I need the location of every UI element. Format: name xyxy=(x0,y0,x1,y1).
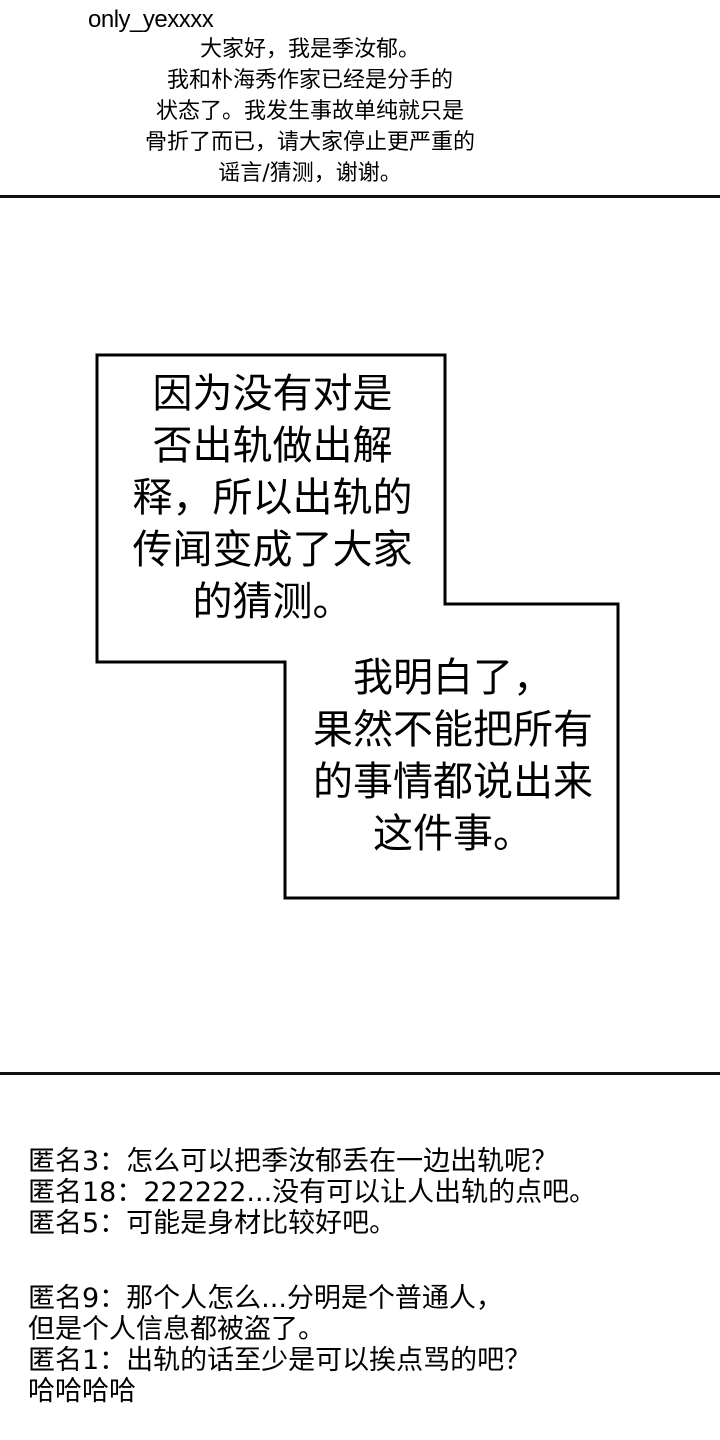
comment-line: 匿名1：出轨的话至少是可以挨点骂的吧？ xyxy=(28,1345,532,1376)
post-username: only_yexxxx xyxy=(88,6,214,33)
narration-line: 果然不能把所有 xyxy=(313,707,593,753)
narration-line: 释，所以出轨的 xyxy=(132,475,413,521)
notice-line: 谣言/猜测，谢谢。 xyxy=(218,161,402,186)
comment-line: 匿名9：那个人怎么...分明是个普通人， xyxy=(28,1283,503,1314)
panel-divider-bottom xyxy=(0,1072,720,1075)
narration-line: 传闻变成了大家 xyxy=(132,527,413,573)
comment-line: 匿名5：可能是身材比较好吧。 xyxy=(28,1208,397,1239)
panel-divider-top xyxy=(0,195,720,198)
comment-line: 匿名18：222222...没有可以让人出轨的点吧。 xyxy=(28,1177,597,1208)
comment-line: 匿名3：怎么可以把季汝郁丢在一边出轨呢？ xyxy=(28,1146,559,1177)
notice-line: 骨折了而已，请大家停止更严重的 xyxy=(144,130,475,155)
narration-line: 否出轨做出解 xyxy=(152,423,393,469)
notice-line: 状态了。我发生事故单纯就只是 xyxy=(155,99,464,124)
notice-line: 我和朴海秀作家已经是分手的 xyxy=(166,68,453,93)
comment-line: 哈哈哈哈 xyxy=(28,1376,136,1407)
narration-line: 这件事。 xyxy=(373,811,533,857)
post-notice: 大家好，我是季汝郁。 我和朴海秀作家已经是分手的 状态了。我发生事故单纯就只是 … xyxy=(60,34,560,189)
notice-line: 大家好，我是季汝郁。 xyxy=(199,37,420,62)
comment-line: 但是个人信息都被盗了。 xyxy=(28,1314,325,1345)
narration-upper: 因为没有对是 否出轨做出解 释，所以出轨的 传闻变成了大家 的猜测。 xyxy=(100,368,445,628)
narration-line: 的猜测。 xyxy=(192,579,353,625)
narration-lower: 我明白了， 果然不能把所有 的事情都说出来 这件事。 xyxy=(290,652,616,860)
narration-line: 的事情都说出来 xyxy=(313,759,593,805)
comment-group-2: 匿名9：那个人怎么...分明是个普通人， 但是个人信息都被盗了。 匿名1：出轨的… xyxy=(28,1283,531,1407)
narration-line: 我明白了， xyxy=(353,655,553,701)
comment-group-1: 匿名3：怎么可以把季汝郁丢在一边出轨呢？ 匿名18：222222...没有可以让… xyxy=(28,1146,596,1239)
narration-line: 因为没有对是 xyxy=(152,371,393,417)
